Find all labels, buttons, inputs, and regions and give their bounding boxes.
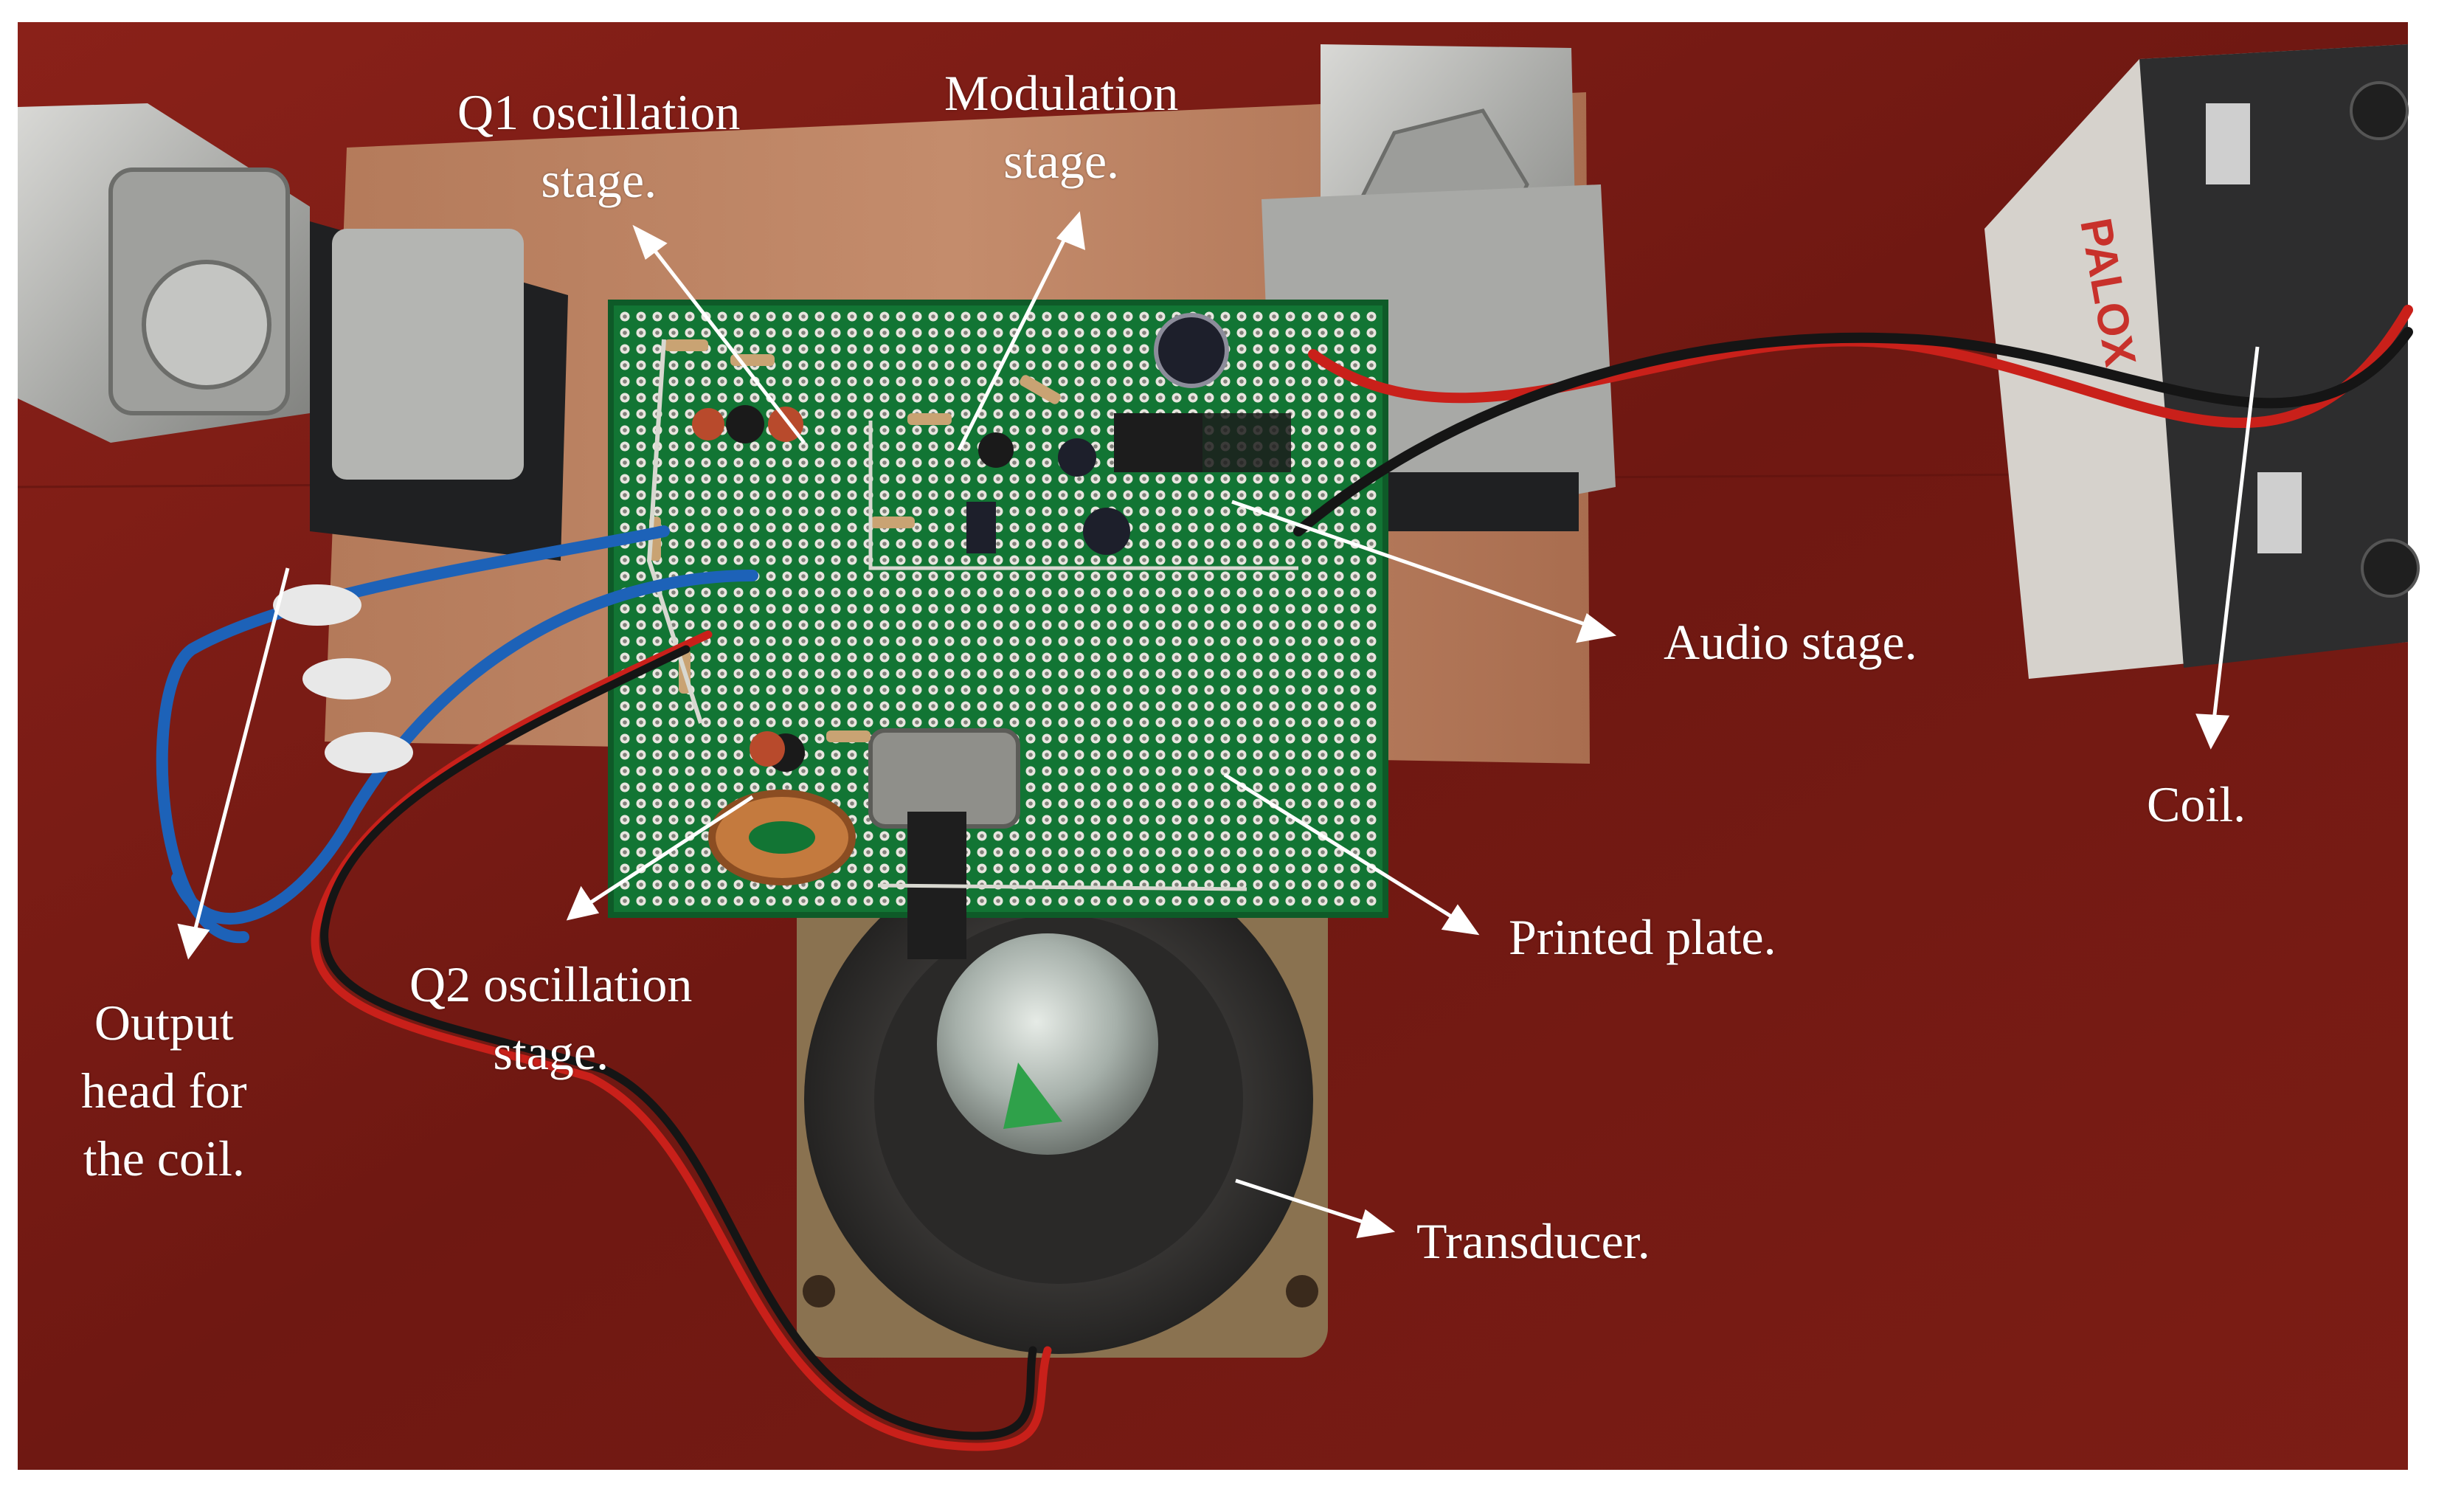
perfboard	[608, 300, 1388, 959]
label-q2-line2: stage.	[493, 1024, 609, 1080]
battery-block: PALOX	[1984, 44, 2420, 679]
label-modulation-line1: Modulation	[944, 65, 1179, 121]
label-coil: Coil.	[2147, 770, 2246, 838]
cable-ties	[273, 584, 413, 773]
label-q1-line1: Q1 oscillation	[457, 84, 741, 140]
label-transducer-line1: Transducer.	[1416, 1213, 1650, 1269]
label-output-head: Output head for the coil.	[81, 989, 247, 1192]
coil-connector-bracket	[18, 103, 568, 561]
label-modulation-line2: stage.	[1003, 133, 1120, 189]
label-audio-line1: Audio stage.	[1664, 614, 1917, 670]
wires	[156, 305, 2413, 1451]
label-transducer: Transducer.	[1416, 1207, 1650, 1275]
label-audio-stage: Audio stage.	[1664, 608, 1917, 676]
label-q2-oscillation-stage: Q2 oscillation stage.	[409, 950, 692, 1086]
label-q2-line1: Q2 oscillation	[409, 956, 693, 1012]
label-q1-oscillation-stage: Q1 oscillation stage.	[457, 78, 740, 214]
label-output-head-line3: the coil.	[83, 1130, 245, 1186]
label-output-head-line2: head for	[81, 1063, 247, 1119]
speaker	[797, 845, 1328, 1358]
label-printed-plate: Printed plate.	[1509, 903, 1776, 971]
label-modulation-stage: Modulation stage.	[944, 59, 1178, 195]
annotation-arrows	[177, 211, 2260, 1239]
label-coil-line1: Coil.	[2147, 776, 2246, 832]
label-printed-plate-line1: Printed plate.	[1509, 909, 1776, 965]
label-q1-line2: stage.	[541, 152, 657, 208]
label-output-head-line1: Output	[94, 995, 234, 1051]
